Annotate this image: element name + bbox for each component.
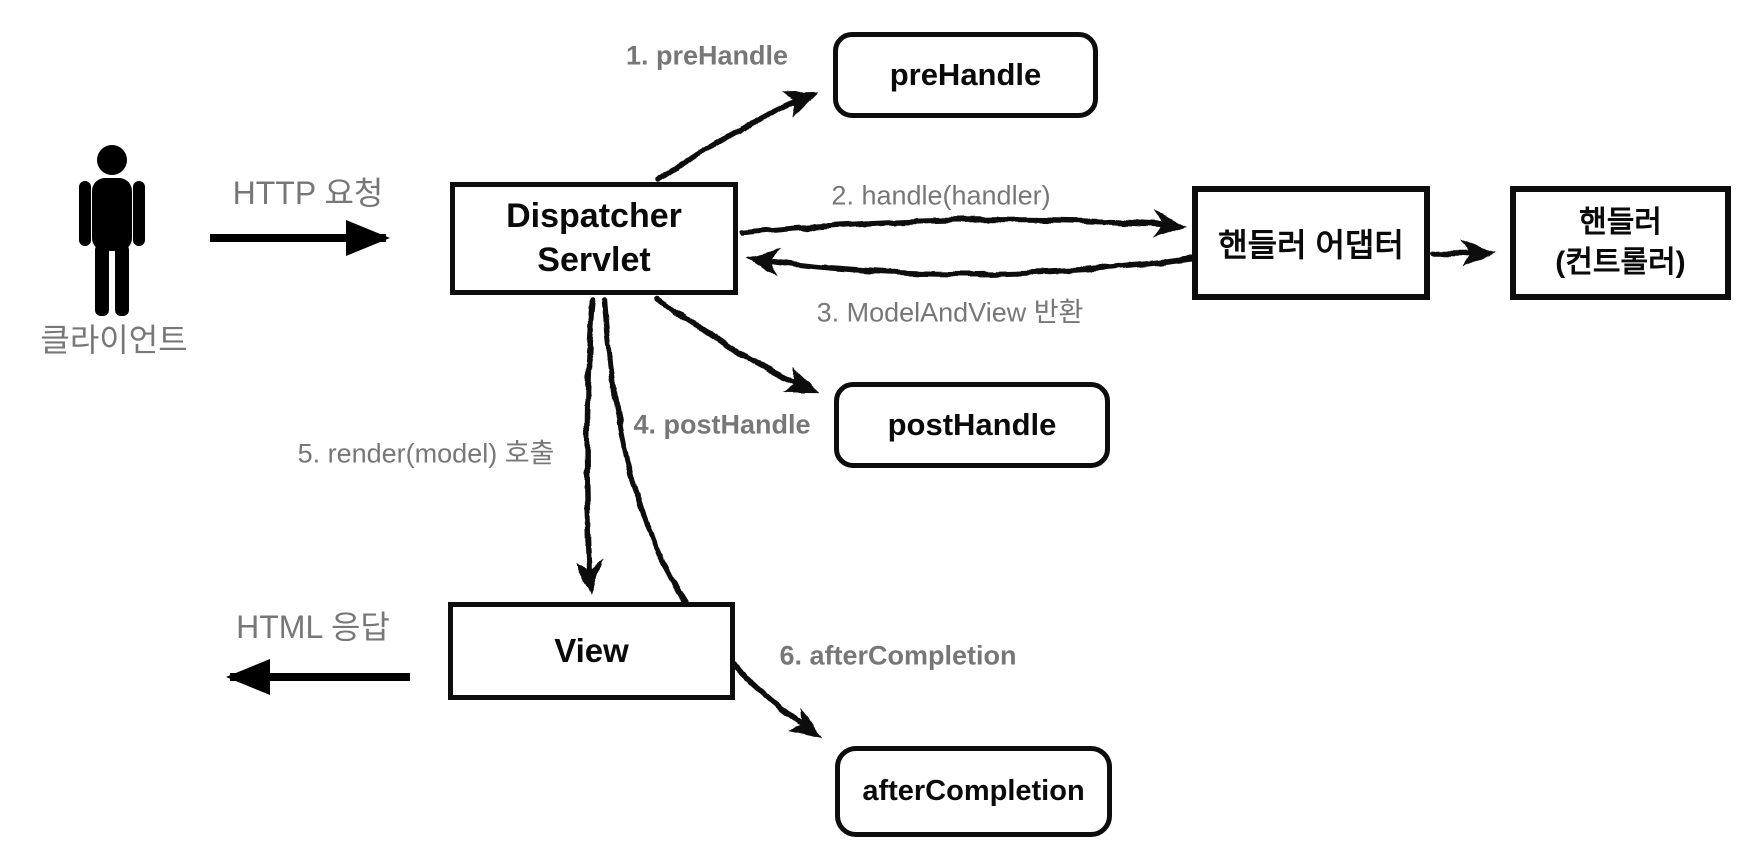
posthandle-label: postHandle <box>887 407 1057 442</box>
step5-render-label: 5. render(model) 호출 <box>297 438 555 469</box>
step3-modelandview-label: 3. ModelAndView 반환 <box>816 297 1084 328</box>
aftercompletion-label: afterCompletion <box>862 775 1085 807</box>
arrow-step3-modelandview-return <box>745 248 1197 277</box>
arrow-step5-render-view <box>574 296 603 596</box>
dispatcher-servlet-label-line1: Dispatcher <box>506 197 682 236</box>
handler-adapter-label: 핸들러 어댑터 <box>1218 227 1404 263</box>
step4-posthandle-label: 4. postHandle <box>633 409 811 440</box>
client-label: 클라이언트 <box>40 322 188 358</box>
http-request-label: HTTP 요청 <box>232 175 384 211</box>
handler-adapter-box: 핸들러 어댑터 <box>1192 186 1430 300</box>
handler-controller-box: 핸들러 (컨트롤러) <box>1510 186 1731 300</box>
view-box: View <box>448 602 735 700</box>
person-icon <box>79 145 145 316</box>
arrow-step4-posthandle <box>655 295 820 394</box>
step6-aftercompletion-label: 6. afterCompletion <box>779 640 1017 671</box>
view-label: View <box>554 632 629 669</box>
arrow-step1-prehandle <box>655 90 820 183</box>
step1-prehandle-label: 1. preHandle <box>625 40 789 71</box>
handler-label-line1: 핸들러 <box>1579 206 1662 240</box>
step2-handle-label: 2. handle(handler) <box>831 180 1051 211</box>
handler-label-line2: (컨트롤러) <box>1555 246 1686 279</box>
arrow-step2-handle <box>739 210 1187 239</box>
prehandle-label: preHandle <box>889 57 1042 92</box>
dispatcher-servlet-box: Dispatcher Servlet <box>450 182 738 295</box>
dispatcher-servlet-label-line2: Servlet <box>537 240 651 279</box>
html-response-label: HTML 응답 <box>236 609 390 645</box>
posthandle-box: postHandle <box>834 382 1110 468</box>
prehandle-box: preHandle <box>833 32 1098 118</box>
aftercompletion-box: afterCompletion <box>835 746 1112 837</box>
